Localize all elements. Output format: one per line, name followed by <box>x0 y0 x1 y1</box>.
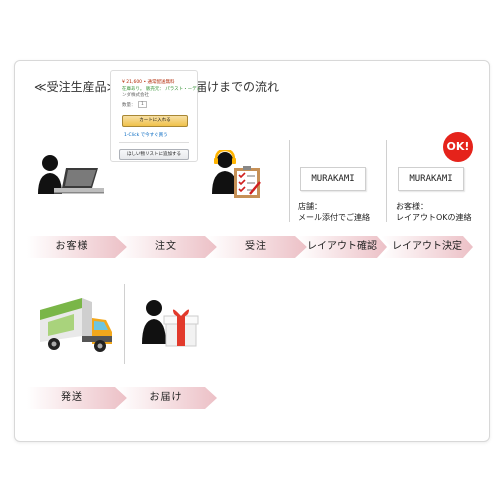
step-arrow-shape <box>381 236 473 258</box>
step-arrow-shape <box>297 236 387 258</box>
step-label: 発送 <box>61 392 83 403</box>
step-label: お届け <box>149 392 183 403</box>
customer-note-label: お客様： <box>396 202 428 211</box>
customer-note-text: レイアウトOKの連絡 <box>396 213 472 222</box>
customer-gift-icon <box>142 300 199 347</box>
add-to-wishlist-button[interactable]: ほしい物リストに追加する <box>119 149 189 160</box>
step-deliver: お届け <box>117 387 217 409</box>
step-layout-check: レイアウト確認 <box>297 236 387 258</box>
step-arrow-shape <box>207 236 307 258</box>
step-label: レイアウト確認 <box>307 241 377 252</box>
column-divider <box>289 140 290 222</box>
seller-line: ンダ株式会社 <box>122 93 149 98</box>
delivery-truck-icon <box>40 298 112 352</box>
divider <box>119 142 189 143</box>
step-arrow-shape <box>27 387 127 409</box>
step-layout-decided: レイアウト決定 <box>381 236 473 258</box>
one-click-link[interactable]: 1-Click で今すぐ買う <box>124 133 168 138</box>
stock-line: 在庫あり。 販売元： パラスト・ーディ <box>122 87 201 92</box>
qty-label: 数量： <box>122 103 136 108</box>
customer-laptop-icon <box>38 155 104 194</box>
name-preview-draft: MURAKAMI <box>300 167 366 191</box>
step-label: 注文 <box>155 241 177 252</box>
name-preview-final: MURAKAMI <box>398 167 464 191</box>
shop-note-text: メール添付でご連絡 <box>298 213 370 222</box>
step-ship: 発送 <box>27 387 127 409</box>
step-label: 受注 <box>245 241 267 252</box>
ok-badge: OK! <box>443 132 473 162</box>
step-arrow-shape <box>27 236 127 258</box>
step-label: お客様 <box>55 241 89 252</box>
qty-select[interactable]: 1 <box>138 101 147 108</box>
product-purchase-box: ¥ 21,600 • 通常配送無料 在庫あり。 販売元： パラスト・ーディ ンダ… <box>110 70 201 162</box>
operator-checklist-icon <box>212 150 261 198</box>
step-label: レイアウト決定 <box>392 241 462 252</box>
step-arrow-shape <box>117 236 217 258</box>
step-order: 注文 <box>117 236 217 258</box>
price-line: ¥ 21,600 • 通常配送無料 <box>122 80 175 85</box>
shop-note-label: 店舗： <box>298 202 322 211</box>
column-divider <box>386 140 387 222</box>
step-accept: 受注 <box>207 236 307 258</box>
add-to-cart-button[interactable]: カートに入れる <box>122 115 188 127</box>
step-arrow-shape <box>117 387 217 409</box>
column-divider <box>124 284 125 364</box>
step-customer: お客様 <box>27 236 127 258</box>
